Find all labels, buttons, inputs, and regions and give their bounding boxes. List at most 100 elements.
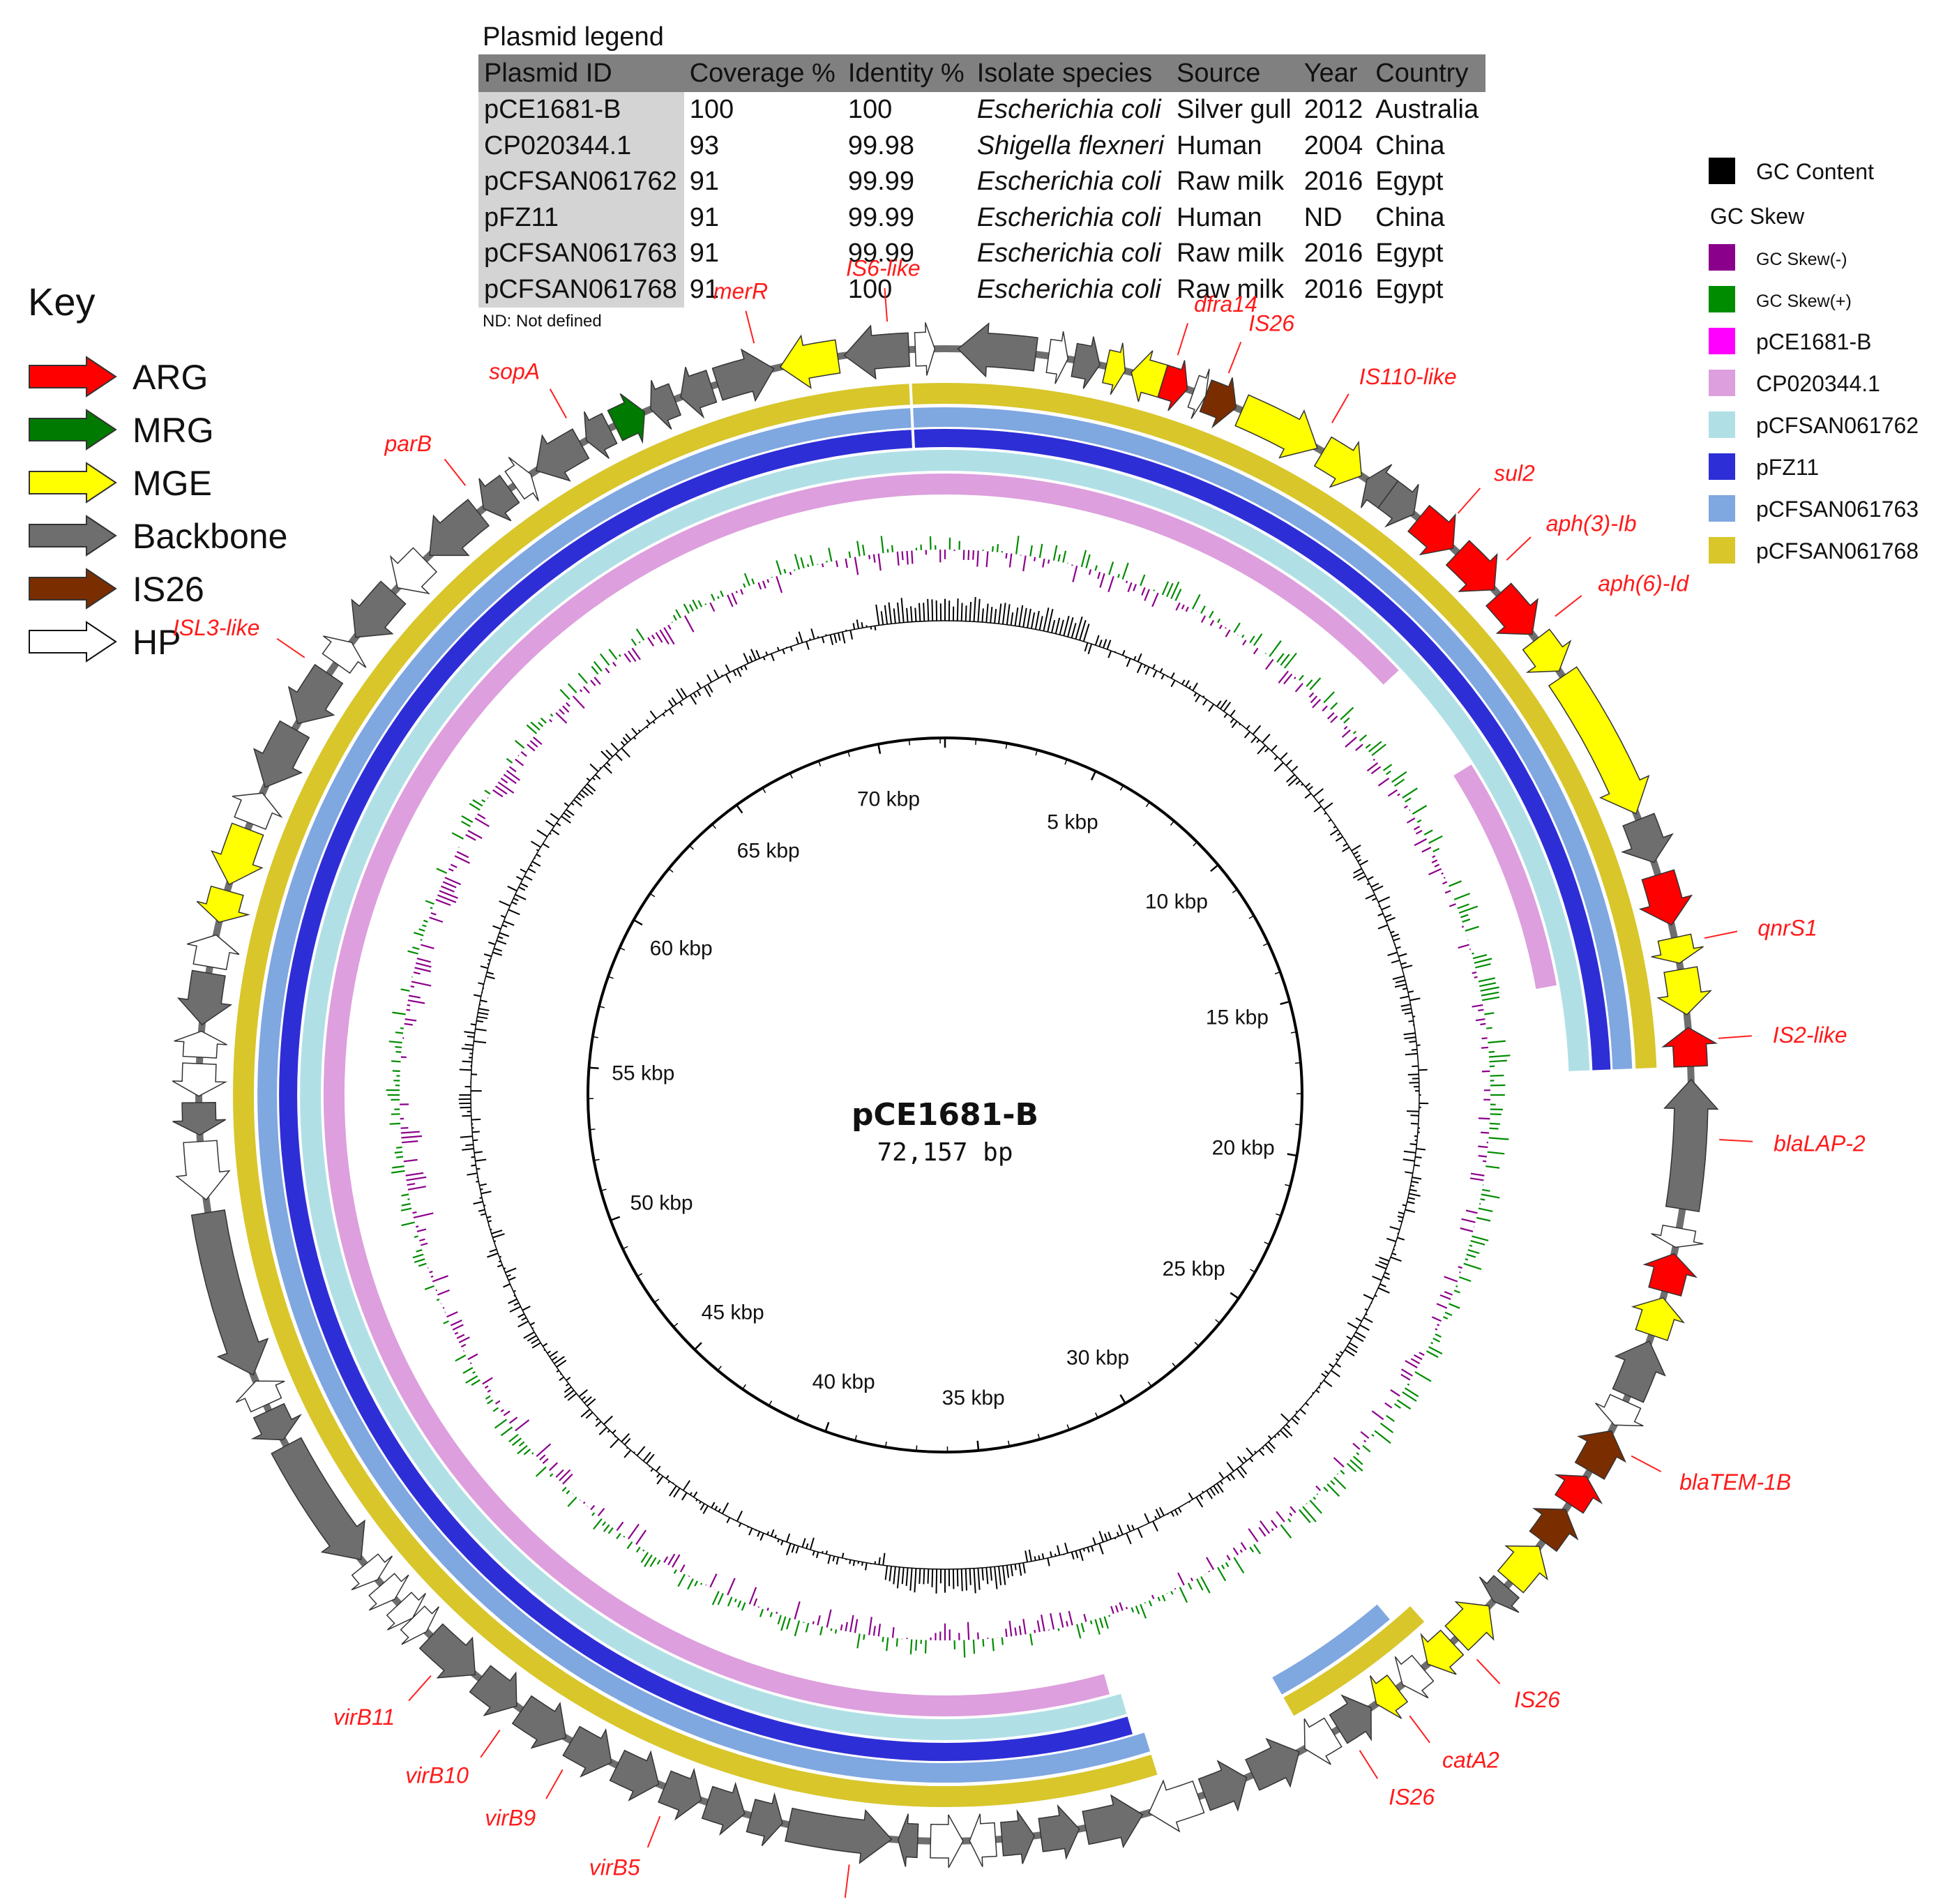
gene-arrow bbox=[1071, 336, 1101, 389]
legend-swatch bbox=[1709, 244, 1735, 271]
gene-arrow bbox=[1420, 1629, 1465, 1675]
table-cell: 2016 bbox=[1303, 239, 1363, 269]
key-label: Backbone bbox=[133, 517, 288, 556]
gene-arrow bbox=[175, 1140, 231, 1201]
gene-arrow bbox=[680, 367, 718, 419]
scale-tick bbox=[1294, 1061, 1301, 1064]
gene-label: IS26 bbox=[1248, 310, 1294, 335]
table-cell: 99.99 bbox=[847, 167, 914, 197]
table-cell: 2004 bbox=[1303, 130, 1363, 160]
gene-arrow bbox=[930, 1814, 964, 1868]
scale-tick bbox=[1230, 1292, 1239, 1299]
table-cell: Raw milk bbox=[1177, 274, 1285, 304]
scale-tick bbox=[1193, 841, 1197, 847]
col-header: Source bbox=[1171, 54, 1299, 92]
scale-tick-label: 10 kbp bbox=[1145, 890, 1208, 913]
table-cell: pCFSAN061768 bbox=[478, 271, 684, 308]
table-cell: pCFSAN061762 bbox=[478, 164, 684, 200]
gene-label-leader bbox=[1704, 930, 1738, 939]
key-label: ARG bbox=[133, 358, 209, 397]
gene-arrow bbox=[1394, 1654, 1435, 1699]
gene-arrow bbox=[190, 1209, 269, 1376]
legend-swatch bbox=[1709, 495, 1735, 522]
scale-tick bbox=[762, 787, 766, 794]
gene-label-leader bbox=[480, 1729, 501, 1758]
scale-tick bbox=[694, 1342, 702, 1350]
gene-label-leader bbox=[884, 288, 889, 322]
table-cell: pFZ11 bbox=[478, 199, 684, 236]
gene-arrow bbox=[511, 1695, 567, 1749]
scale-tick bbox=[1285, 1184, 1291, 1187]
gene-arrow bbox=[536, 428, 590, 482]
ring-break bbox=[909, 383, 913, 406]
legend-label: GC Skew(+) bbox=[1756, 292, 1852, 311]
scale-tick bbox=[1295, 1124, 1301, 1126]
scale-tick bbox=[1215, 1319, 1220, 1324]
gene-arrow bbox=[1554, 1474, 1603, 1514]
gene-arrow bbox=[172, 1062, 228, 1097]
gene-arrow bbox=[271, 1437, 365, 1561]
table-cell: 100 bbox=[847, 95, 893, 125]
legend-swatch bbox=[1709, 370, 1735, 396]
ring-segment bbox=[1283, 1606, 1425, 1716]
scale-tick bbox=[610, 1216, 621, 1221]
gene-arrow bbox=[1651, 933, 1704, 964]
ring-segment bbox=[323, 474, 1110, 1716]
scale-tick bbox=[668, 868, 674, 873]
gene-label: aph(3)-Ib bbox=[1546, 511, 1637, 536]
gene-arrow bbox=[1485, 582, 1538, 635]
scale-tick bbox=[1232, 889, 1238, 893]
gene-arrow bbox=[1187, 368, 1210, 419]
gene-arrow bbox=[1234, 394, 1318, 459]
gene-label: sopA bbox=[489, 358, 540, 384]
table-cell: Egypt bbox=[1375, 274, 1444, 304]
gene-label: sul2 bbox=[1494, 461, 1535, 486]
table-header-row: Plasmid ID Coverage % Identity % Isolate… bbox=[478, 54, 1486, 92]
gene-arrow bbox=[187, 934, 240, 971]
table-cell: Raw milk bbox=[1177, 167, 1285, 197]
col-header: Country bbox=[1370, 54, 1486, 92]
scale-tick bbox=[1248, 915, 1255, 919]
scale-tick-label: 50 kbp bbox=[630, 1191, 693, 1214]
ring-segment bbox=[944, 383, 1657, 1069]
gene-arrow bbox=[1197, 1760, 1248, 1812]
table-cell: Escherichia coli bbox=[976, 167, 1161, 197]
gene-arrow bbox=[1574, 1430, 1627, 1480]
map-title: pCE1681-B bbox=[852, 1097, 1038, 1133]
gene-label-leader bbox=[549, 388, 568, 419]
gene-arrow bbox=[1082, 1794, 1144, 1849]
table-cell: 91 bbox=[689, 239, 720, 269]
scale-tick bbox=[594, 1158, 600, 1161]
gene-label: IS26 bbox=[1389, 1785, 1435, 1810]
gene-arrow bbox=[1548, 666, 1650, 815]
gene-arrow bbox=[174, 1030, 227, 1059]
gene-arrow bbox=[785, 1807, 893, 1864]
gene-arrow bbox=[1612, 1340, 1666, 1403]
scale-tick bbox=[1119, 1394, 1126, 1404]
table-cell: 93 bbox=[689, 130, 720, 160]
gene-arrow bbox=[1407, 504, 1456, 556]
scale-tick-label: 5 kbp bbox=[1047, 811, 1098, 834]
table-cell: CP020344.1 bbox=[478, 128, 684, 164]
gene-arrow bbox=[1651, 1224, 1704, 1248]
legend-swatch bbox=[1709, 411, 1735, 438]
gene-arrow bbox=[1199, 377, 1237, 429]
scale-tick-label: 40 kbp bbox=[812, 1370, 875, 1393]
gene-label-leader bbox=[1631, 1455, 1662, 1472]
gene-arrow bbox=[1595, 1393, 1644, 1427]
gene-arrow bbox=[609, 1749, 660, 1801]
scale-tick bbox=[908, 739, 911, 746]
gene-label: IS26 bbox=[1514, 1687, 1560, 1712]
key-item: MGE bbox=[28, 462, 363, 504]
nd-footnote: ND: Not defined bbox=[483, 312, 602, 331]
gene-label-leader bbox=[745, 310, 755, 344]
key-arrow-icon bbox=[29, 409, 117, 451]
scale-tick bbox=[711, 824, 716, 829]
table-cell: ND bbox=[1303, 202, 1343, 232]
